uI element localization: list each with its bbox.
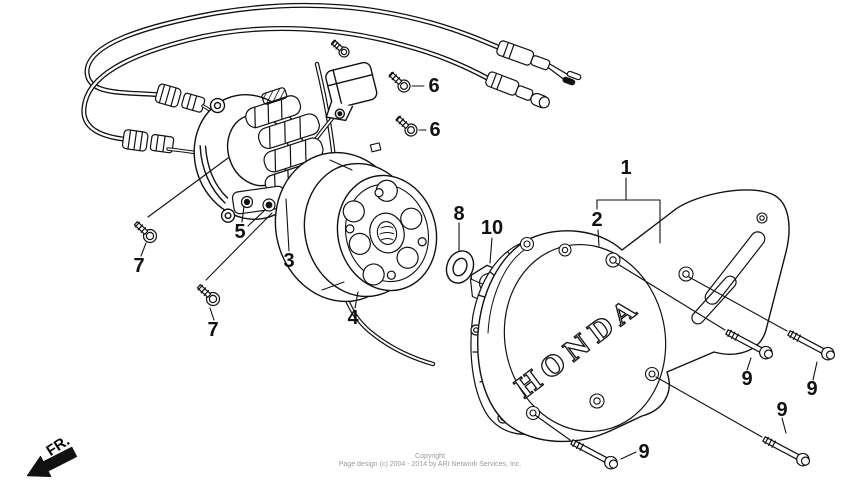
leader-lines — [140, 85, 818, 460]
mount-screws — [133, 71, 418, 307]
callout-2[interactable]: 2 — [591, 209, 603, 231]
callout-9a[interactable]: 9 — [741, 368, 753, 390]
flange-bolts — [570, 329, 836, 470]
copyright-line2: Page design (c) 2004 - 2014 by ARI Netwo… — [338, 461, 522, 468]
callout-5[interactable]: 5 — [234, 221, 246, 243]
callout-6b[interactable]: 6 — [429, 119, 441, 141]
callout-7a[interactable]: 7 — [133, 255, 145, 277]
callout-7b[interactable]: 7 — [207, 319, 219, 341]
crankcase-cover — [477, 189, 790, 443]
copyright-line1: Copyright — [415, 453, 445, 460]
cable-terminals — [485, 40, 582, 109]
callout-8[interactable]: 8 — [453, 203, 465, 225]
washer — [445, 250, 475, 284]
callout-3[interactable]: 3 — [283, 250, 295, 272]
callout-4[interactable]: 4 — [347, 307, 359, 329]
callout-10[interactable]: 10 — [480, 217, 504, 239]
copyright-footer: Copyright Page design (c) 2004 - 2014 by… — [280, 453, 580, 469]
callout-9b[interactable]: 9 — [806, 378, 818, 400]
ignition-pickup-unit — [303, 39, 378, 159]
callout-6a[interactable]: 6 — [428, 75, 440, 97]
fr-direction-arrow — [26, 446, 77, 478]
flywheel-rotor — [303, 142, 438, 298]
callout-9c[interactable]: 9 — [776, 399, 788, 421]
callout-9d[interactable]: 9 — [638, 441, 650, 463]
callout-1[interactable]: 1 — [620, 157, 632, 179]
